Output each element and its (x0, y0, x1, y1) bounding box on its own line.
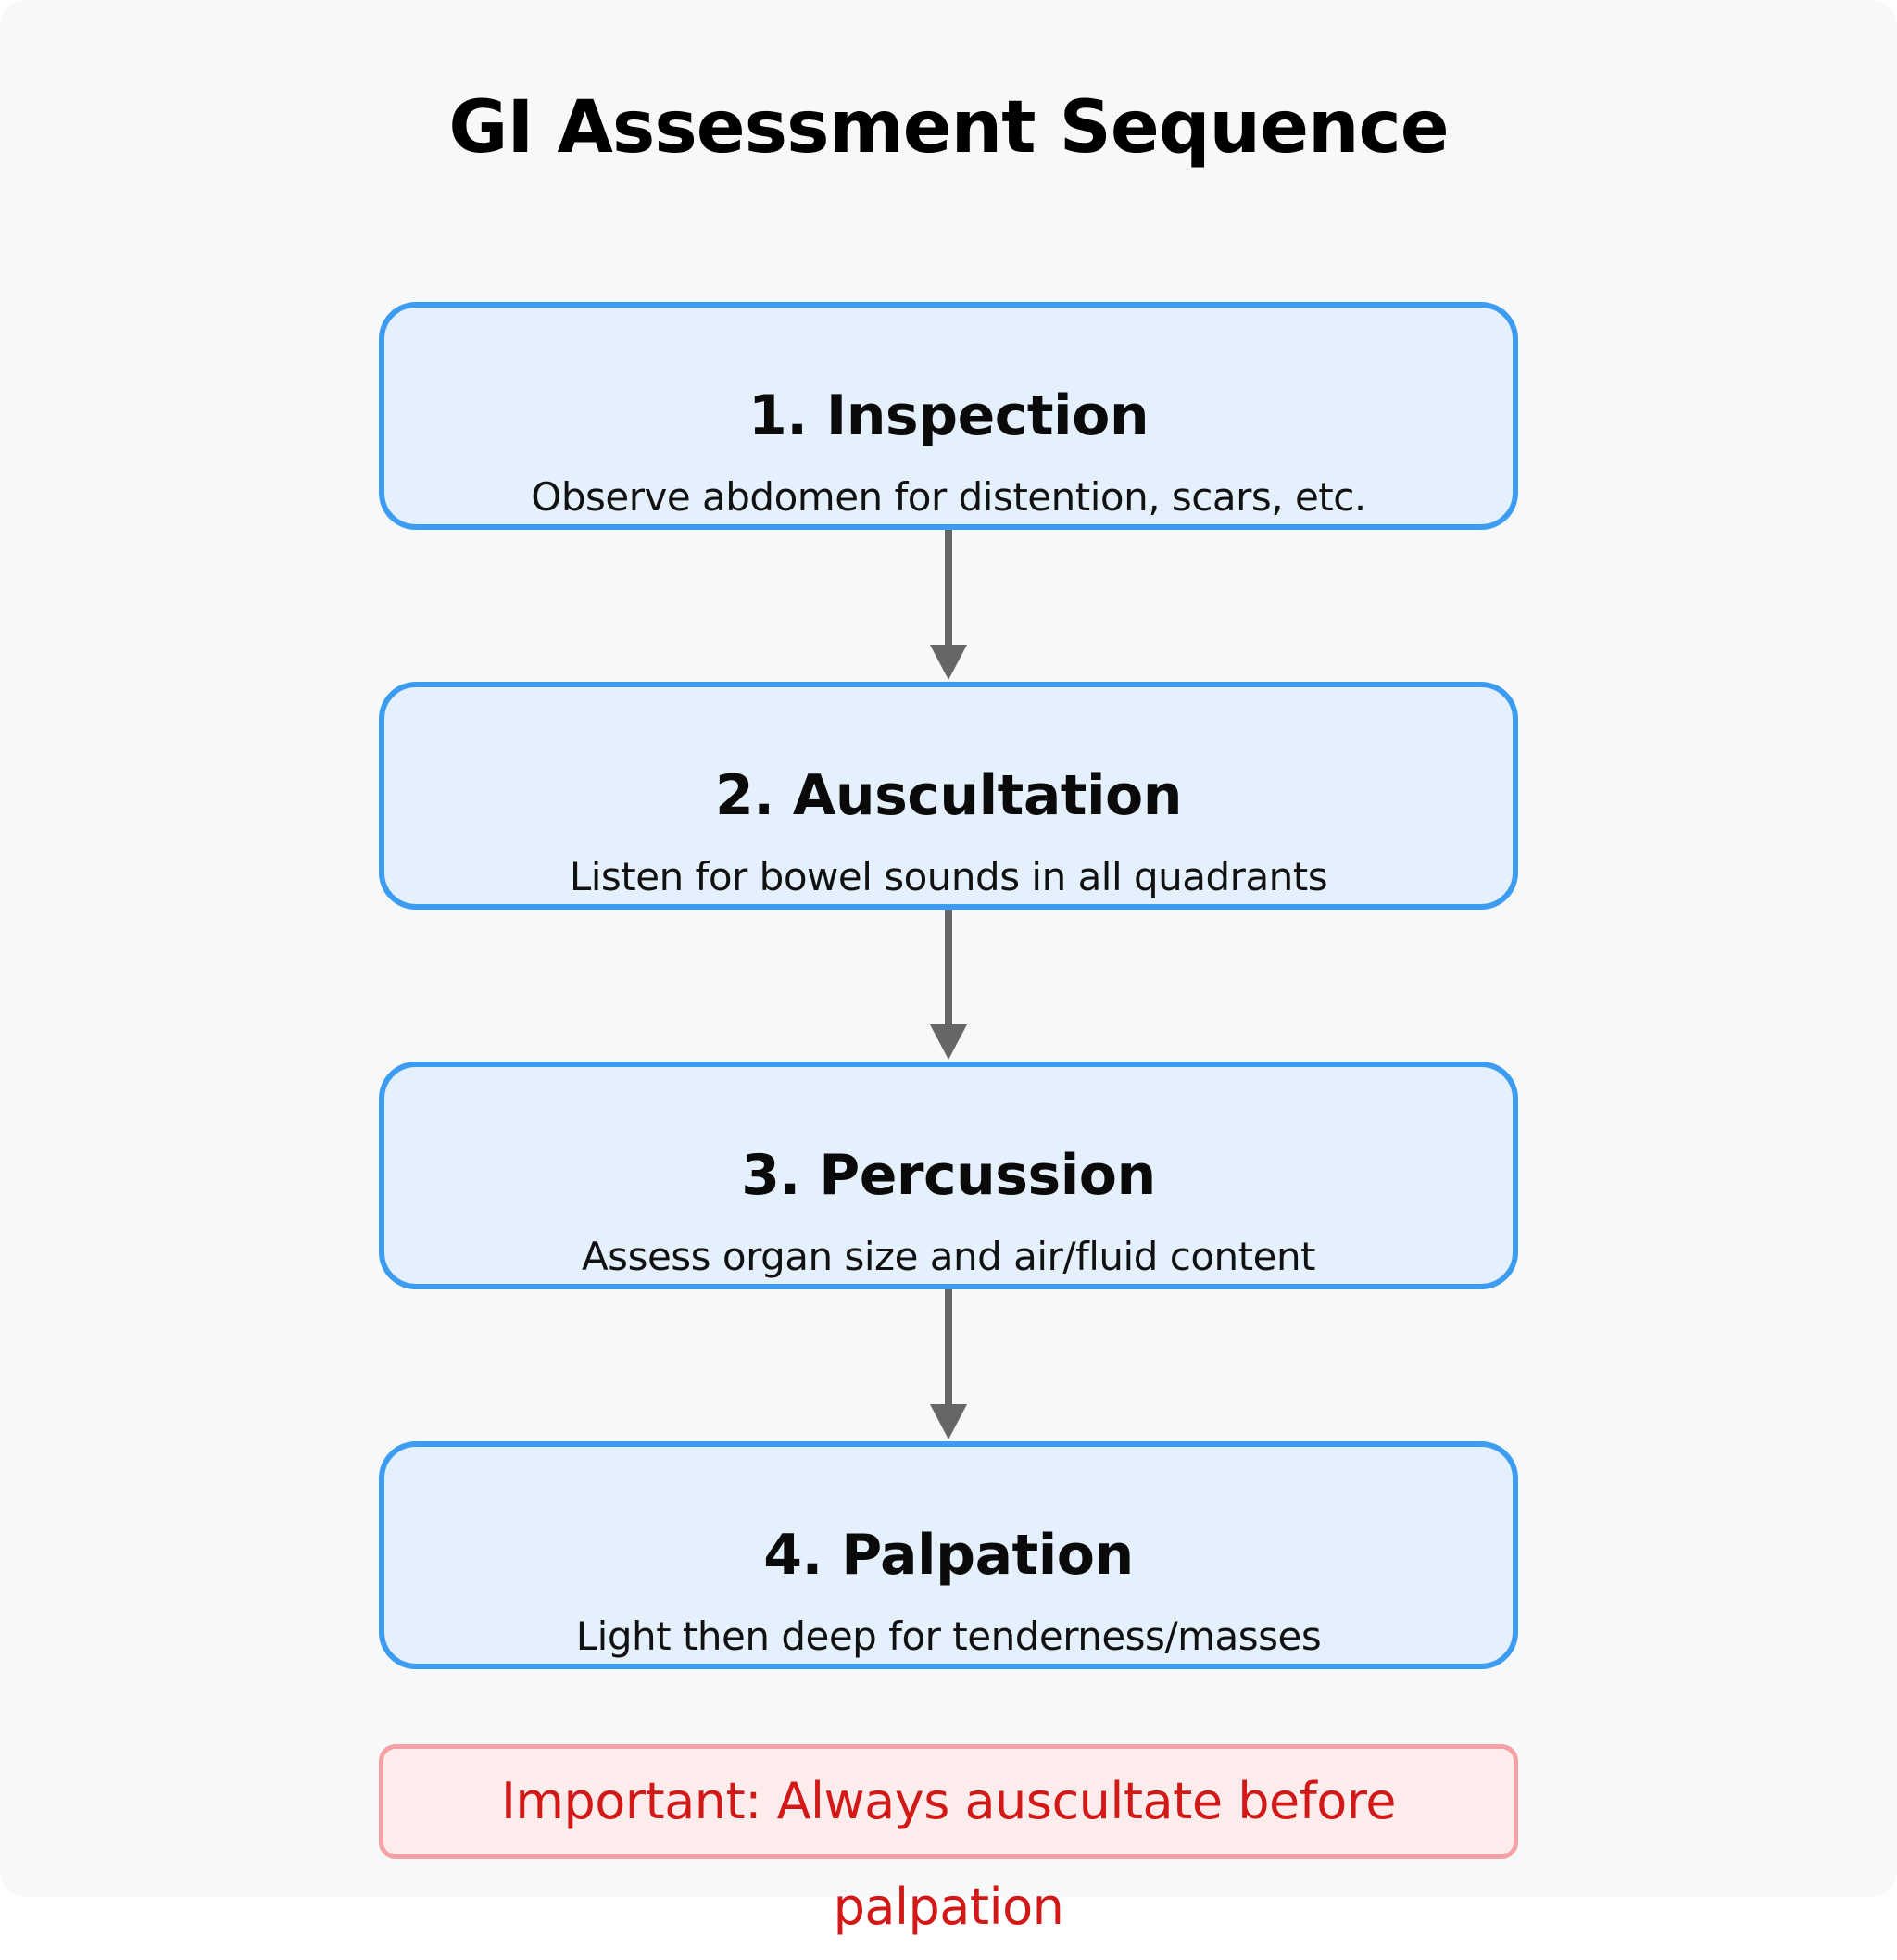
step-palpation: 4. Palpation Light then deep for tendern… (379, 1441, 1518, 1669)
step-percussion: 3. Percussion Assess organ size and air/… (379, 1062, 1518, 1289)
step-title: 2. Auscultation (715, 763, 1183, 828)
step-title: 1. Inspection (747, 383, 1150, 448)
important-note-text: Important: Always auscultate before palp… (501, 1772, 1397, 1936)
step-description: Light then deep for tenderness/masses (575, 1614, 1322, 1659)
important-note: Important: Always auscultate before palp… (379, 1744, 1518, 1936)
step-inspection: 1. Inspection Observe abdomen for disten… (379, 302, 1518, 530)
step-description: Listen for bowel sounds in all quadrants (569, 854, 1328, 899)
step-description: Assess organ size and air/fluid content (581, 1234, 1316, 1279)
step-auscultation: 2. Auscultation Listen for bowel sounds … (379, 682, 1518, 910)
arrow-down-icon (930, 1289, 967, 1439)
step-description: Observe abdomen for distention, scars, e… (531, 474, 1366, 520)
step-title: 3. Percussion (741, 1143, 1156, 1208)
diagram-title: GI Assessment Sequence (448, 86, 1449, 170)
arrow-down-icon (930, 530, 967, 680)
diagram-canvas: GI Assessment Sequence 1. Inspection Obs… (379, 86, 1518, 1936)
arrow-down-icon (930, 910, 967, 1060)
step-title: 4. Palpation (763, 1523, 1134, 1588)
